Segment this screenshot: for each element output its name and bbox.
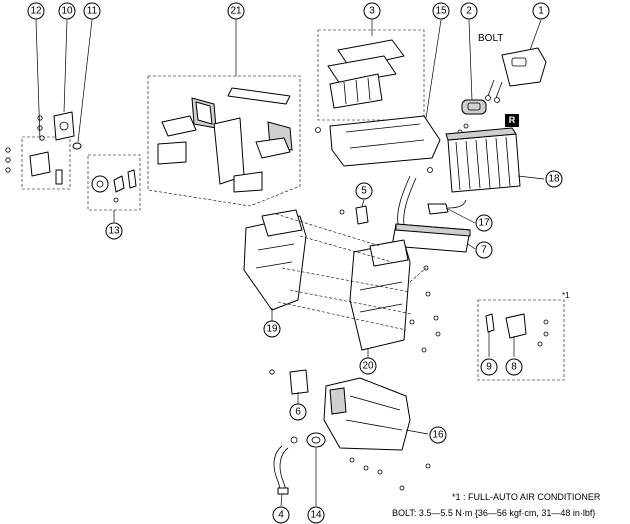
svg-text:6: 6 bbox=[295, 407, 301, 418]
part-16-lower-case bbox=[323, 377, 431, 491]
part-19-left-case bbox=[243, 209, 307, 311]
full-auto-marker: *1 bbox=[562, 291, 570, 300]
svg-text:11: 11 bbox=[87, 6, 98, 17]
callout-4: 4 bbox=[272, 506, 290, 524]
part-11-link bbox=[72, 142, 82, 150]
svg-text:7: 7 bbox=[481, 245, 487, 256]
svg-text:20: 20 bbox=[362, 361, 374, 372]
callout-18: 18 bbox=[545, 170, 563, 188]
part-20-right-case bbox=[349, 239, 441, 353]
callout-19: 19 bbox=[263, 320, 281, 338]
svg-text:1: 1 bbox=[538, 6, 544, 17]
callout-13: 13 bbox=[105, 222, 123, 240]
part-14-motor bbox=[306, 432, 326, 448]
callout-6: 6 bbox=[289, 403, 307, 421]
part-4-drain-hose bbox=[273, 436, 298, 495]
svg-text:9: 9 bbox=[486, 362, 492, 373]
svg-text:16: 16 bbox=[432, 430, 444, 441]
svg-text:3: 3 bbox=[369, 6, 375, 17]
part-17-pipe bbox=[397, 175, 467, 227]
callout-17: 17 bbox=[475, 214, 493, 232]
svg-text:21: 21 bbox=[230, 6, 242, 17]
part-3-grille bbox=[327, 39, 405, 109]
callout-1: 1 bbox=[532, 2, 550, 20]
callout-8: 8 bbox=[505, 358, 523, 376]
svg-text:17: 17 bbox=[478, 218, 490, 229]
svg-text:14: 14 bbox=[310, 510, 322, 521]
callout-12: 12 bbox=[27, 2, 45, 20]
svg-text:5: 5 bbox=[361, 186, 367, 197]
svg-text:18: 18 bbox=[548, 174, 560, 185]
part-10-actuator bbox=[37, 111, 75, 141]
group-box-3 bbox=[317, 29, 425, 121]
svg-text:4: 4 bbox=[278, 510, 284, 521]
svg-text:12: 12 bbox=[30, 6, 42, 17]
callout-16: 16 bbox=[429, 426, 447, 444]
part-21-doors bbox=[157, 87, 293, 193]
callout-5: 5 bbox=[355, 182, 373, 200]
group-box-21 bbox=[147, 75, 301, 207]
bolt-label: BOLT bbox=[478, 33, 504, 44]
svg-text:8: 8 bbox=[511, 362, 517, 373]
callout-11: 11 bbox=[83, 2, 101, 20]
part-13-servo bbox=[91, 169, 137, 203]
callout-2: 2 bbox=[460, 2, 478, 20]
svg-text:10: 10 bbox=[61, 6, 73, 17]
callout-21: 21 bbox=[227, 2, 245, 20]
part-9-link bbox=[485, 313, 495, 333]
part-15-upper-case bbox=[315, 115, 441, 173]
callout-3: 3 bbox=[363, 2, 381, 20]
svg-text:15: 15 bbox=[435, 6, 447, 17]
part-12-actuator bbox=[5, 147, 63, 185]
part-6-bracket bbox=[269, 369, 309, 395]
callout-10: 10 bbox=[58, 2, 76, 20]
svg-text:19: 19 bbox=[266, 324, 278, 335]
callout-9: 9 bbox=[480, 358, 498, 376]
part-1-cover bbox=[501, 47, 547, 87]
group-box-8-9 bbox=[477, 299, 565, 381]
callout-7: 7 bbox=[475, 241, 493, 259]
part-5-sensor bbox=[339, 205, 369, 225]
r-badge: R bbox=[505, 114, 519, 127]
part-2-sensor bbox=[461, 99, 487, 115]
bolt-torque-note: BOLT: 3.5—5.5 N·m {36—56 kgf·cm, 31—48 i… bbox=[392, 508, 596, 518]
callout-14: 14 bbox=[307, 506, 325, 524]
svg-text:2: 2 bbox=[466, 6, 472, 17]
part-7-heater-core bbox=[391, 223, 471, 253]
part-8-actuator bbox=[505, 313, 549, 347]
svg-text:13: 13 bbox=[108, 226, 120, 237]
callout-20: 20 bbox=[359, 357, 377, 375]
leader-lines bbox=[35, 19, 545, 507]
alignment-lines bbox=[275, 213, 427, 331]
full-auto-note: *1 : FULL-AUTO AIR CONDITIONER bbox=[452, 492, 601, 502]
callout-15: 15 bbox=[432, 2, 450, 20]
part-18-evaporator bbox=[445, 127, 521, 193]
